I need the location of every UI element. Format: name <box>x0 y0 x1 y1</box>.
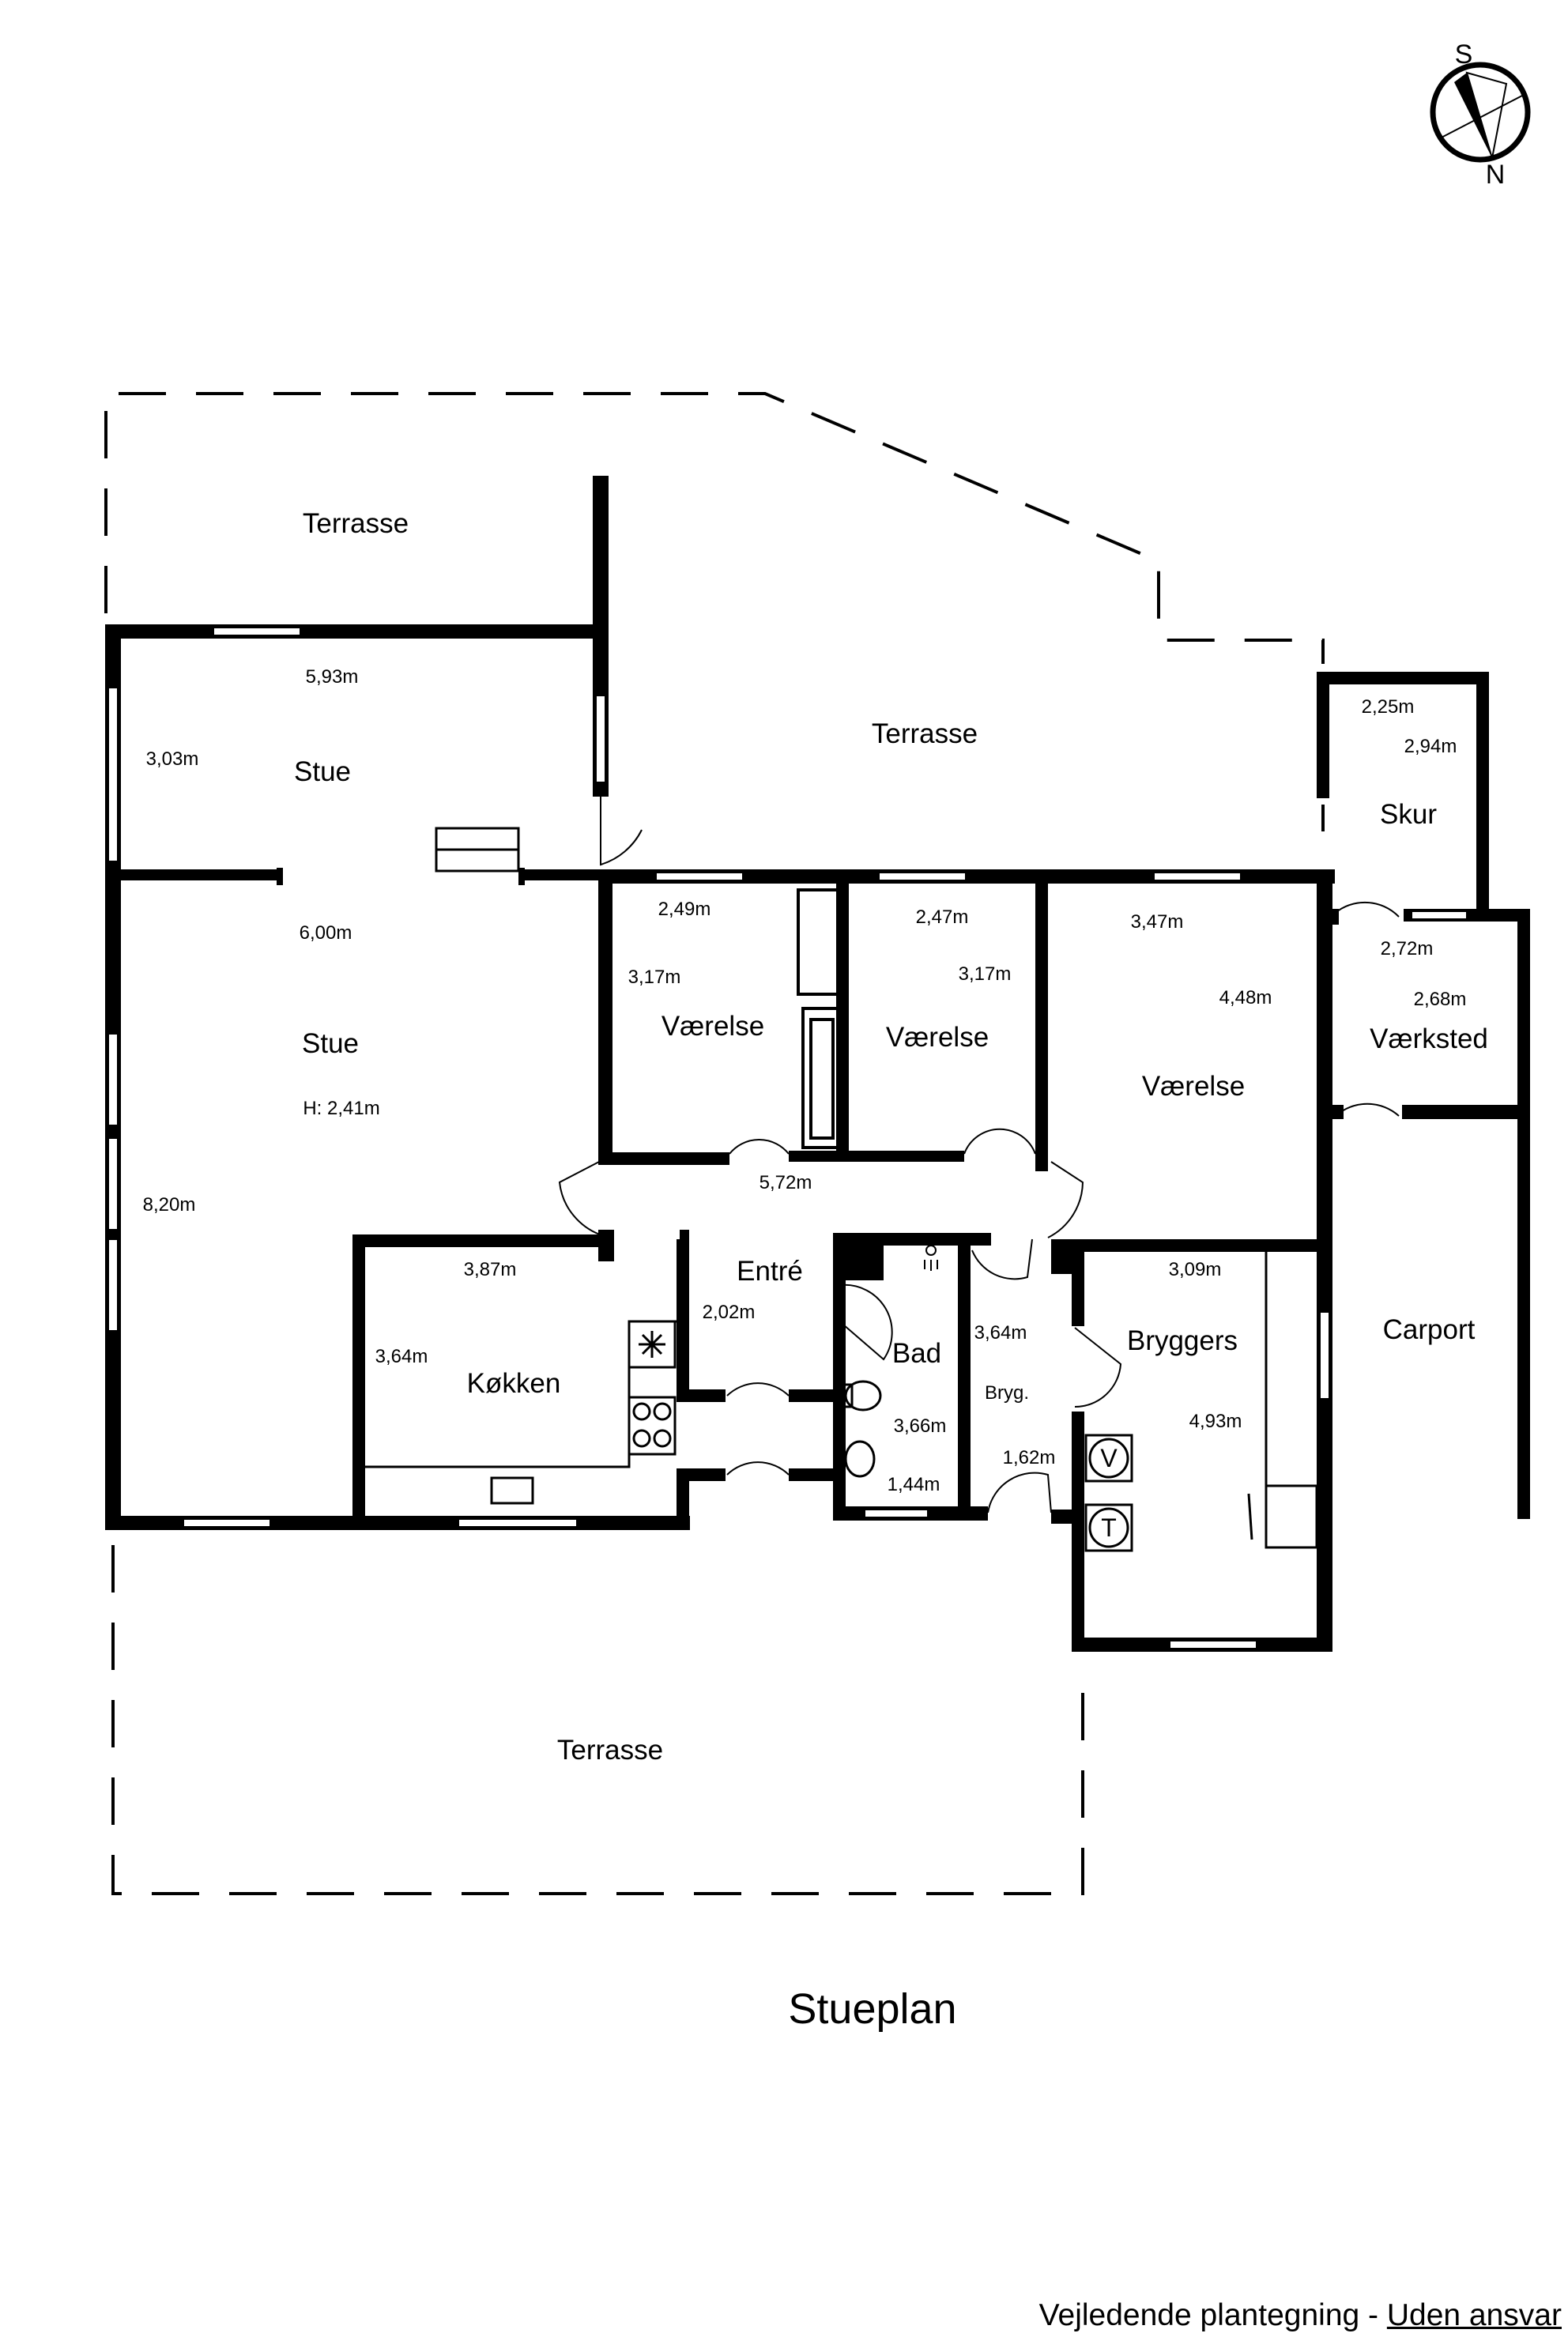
plan-title: Stueplan <box>788 1985 956 2033</box>
disclaimer-text: Vejledende plantegning - <box>1038 2298 1387 2332</box>
dim-bryg-h: 3,64m <box>974 1322 1027 1344</box>
compass-icon: S N <box>1430 40 1531 190</box>
dim-v3-w: 3,47m <box>1131 911 1184 933</box>
windows <box>107 627 1468 1649</box>
dim-stue-lower-h: 8,20m <box>143 1194 196 1216</box>
walls <box>105 476 1530 1652</box>
dim-v2-w: 2,47m <box>916 906 969 928</box>
dim-v1-h: 3,17m <box>628 967 681 988</box>
room-entre: Entré <box>737 1256 803 1287</box>
dim-bryggers-w: 3,09m <box>1169 1259 1222 1280</box>
room-stue-upper: Stue <box>294 756 351 787</box>
terrace-boundaries <box>104 392 1325 1895</box>
room-bryg: Bryg. <box>985 1382 1029 1404</box>
doors <box>558 797 1400 1513</box>
dimension-labels: 5,93m 3,03m 6,00m H: 2,41m 8,20m 2,49m 3… <box>143 666 1467 1495</box>
dim-v1-w: 2,49m <box>658 899 711 920</box>
dim-bad-w: 1,44m <box>888 1474 940 1495</box>
dim-stue-height: H: 2,41m <box>303 1098 379 1119</box>
shower-icon <box>924 1245 938 1271</box>
compass-n: N <box>1486 160 1506 190</box>
disclaimer-footer: Vejledende plantegning - Uden ansvar <box>1039 2298 1562 2333</box>
room-bryggers: Bryggers <box>1127 1325 1238 1356</box>
disclaimer-link[interactable]: Uden ansvar <box>1386 2298 1562 2332</box>
room-vaerelse-3: Værelse <box>1142 1071 1245 1102</box>
room-koekken: Køkken <box>467 1368 561 1399</box>
dim-bryg-w: 1,62m <box>1003 1447 1056 1468</box>
room-carport: Carport <box>1383 1314 1476 1345</box>
dim-stue-upper-h: 3,03m <box>146 748 199 770</box>
dim-entre-w: 2,02m <box>703 1302 756 1323</box>
room-stue-lower: Stue <box>302 1028 359 1059</box>
room-vaerelse-1: Værelse <box>662 1011 764 1042</box>
room-skur: Skur <box>1380 799 1437 830</box>
room-vaerksted: Værksted <box>1370 1023 1488 1054</box>
dim-vaerksted-w: 2,72m <box>1381 938 1434 959</box>
room-terrasse-n: Terrasse <box>872 718 978 749</box>
dim-hall-w: 5,72m <box>760 1172 812 1193</box>
room-labels: Terrasse Terrasse Terrasse Stue Stue Vær… <box>294 508 1488 1766</box>
appliance-t-label: T <box>1101 1513 1117 1542</box>
dim-bryggers-h: 4,93m <box>1189 1411 1242 1432</box>
dim-koekken-h: 3,64m <box>375 1346 428 1367</box>
dim-v3-h: 4,48m <box>1219 987 1272 1008</box>
room-bad: Bad <box>892 1338 941 1369</box>
fixtures <box>365 827 1318 1549</box>
compass-s: S <box>1455 40 1473 70</box>
room-vaerelse-2: Værelse <box>886 1022 989 1053</box>
room-terrasse-nw: Terrasse <box>303 508 409 539</box>
appliance-washer: V <box>1084 1434 1133 1483</box>
dim-koekken-w: 3,87m <box>464 1259 517 1280</box>
appliance-v-label: V <box>1100 1444 1118 1472</box>
freezer-icon <box>639 1331 665 1358</box>
room-terrasse-s: Terrasse <box>557 1735 663 1766</box>
appliance-dryer: T <box>1084 1503 1133 1552</box>
dim-stue-upper-w: 5,93m <box>306 666 359 688</box>
dim-skur-h: 2,94m <box>1404 736 1457 757</box>
dim-bad-h: 3,66m <box>894 1415 947 1437</box>
dim-v2-h: 3,17m <box>959 963 1012 985</box>
dim-vaerksted-h: 2,68m <box>1414 989 1467 1010</box>
dim-skur-w: 2,25m <box>1362 696 1415 718</box>
dim-stue-lower-w: 6,00m <box>300 922 352 944</box>
